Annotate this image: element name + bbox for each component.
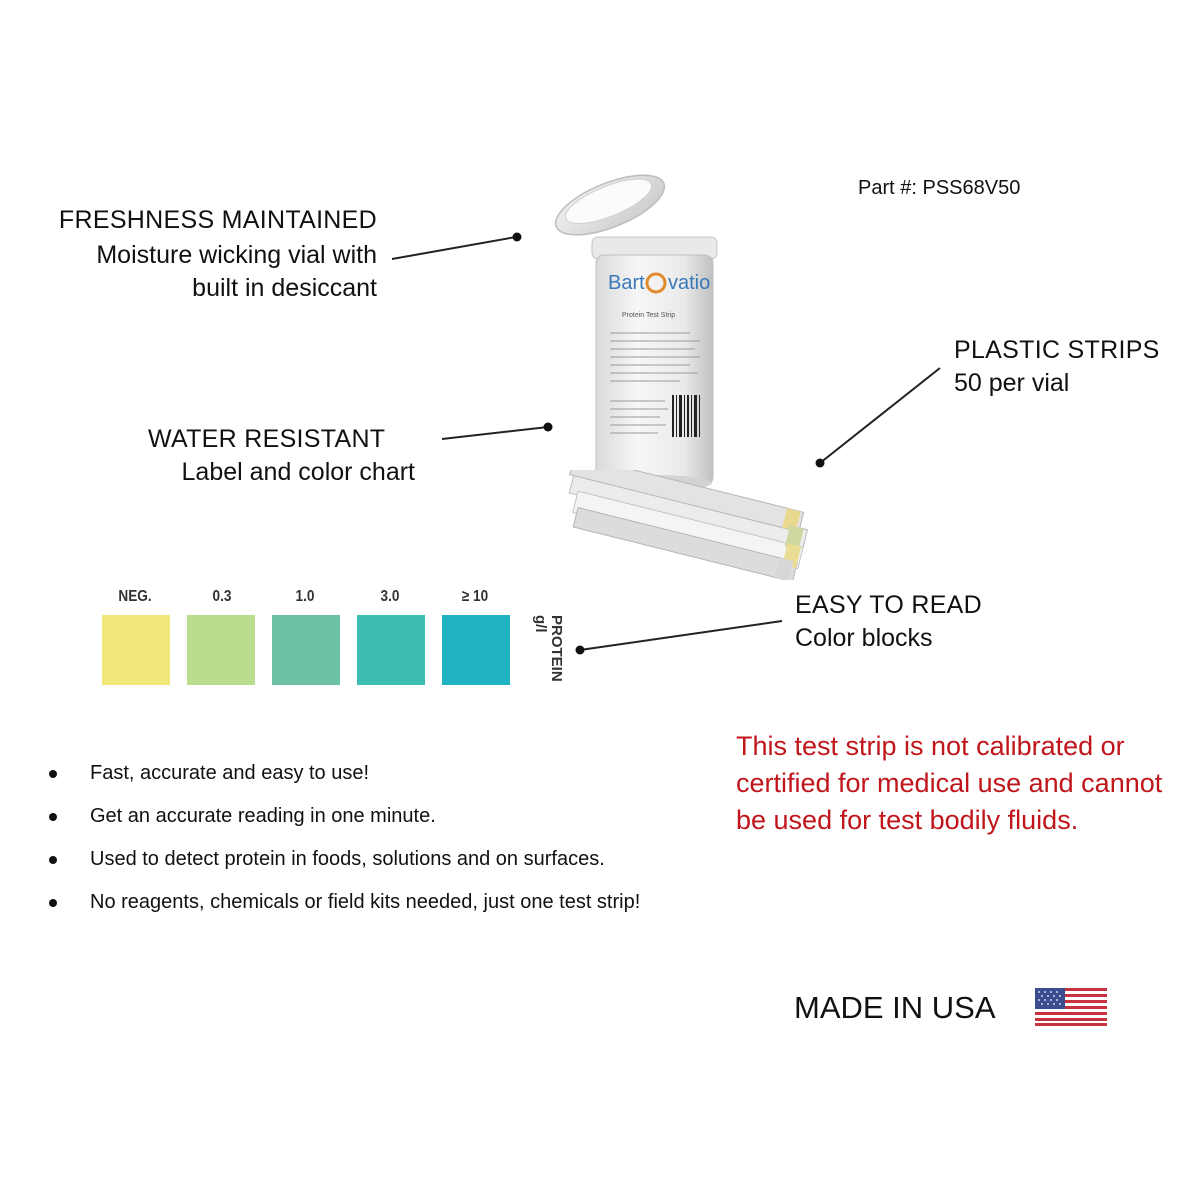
feature-list: Fast, accurate and easy to use! Get an a…	[40, 752, 680, 924]
callout-easy-title: EASY TO READ	[795, 591, 983, 619]
callout-freshness-title: FRESHNESS MAINTAINED	[58, 206, 377, 234]
callout-easy-line1: Color blocks	[795, 624, 933, 652]
color-chart: NEG. 0.3 1.0 3.0 ≥ 10 PROTEIN g/l	[92, 585, 565, 695]
test-strips-icon	[568, 470, 809, 580]
us-flag-icon	[1035, 988, 1107, 1026]
color-block	[272, 615, 340, 685]
medical-warning: This test strip is not calibrated or cer…	[736, 731, 1163, 835]
callout-water-title: WATER RESISTANT	[148, 425, 386, 453]
list-item: Used to detect protein in foods, solutio…	[40, 838, 650, 881]
bullet-icon	[49, 813, 57, 821]
list-item: Fast, accurate and easy to use!	[40, 752, 680, 795]
svg-text:Protein Test Strip: Protein Test Strip	[622, 312, 675, 319]
callout-plastic-line1: 50 per vial	[954, 369, 1070, 397]
part-number: Part #: PSS68V50	[858, 177, 1021, 199]
list-item: Get an accurate reading in one minute.	[40, 795, 680, 838]
color-block	[357, 615, 425, 685]
swatch-label: NEG.	[118, 588, 152, 605]
vial-icon: Bart vatio Protein Test Strip	[554, 174, 718, 491]
color-block	[187, 615, 255, 685]
swatch-label: 1.0	[295, 588, 315, 605]
chart-axis-label: PROTEIN g/l	[532, 615, 565, 682]
callout-plastic: PLASTIC STRIPS 50 per vial	[954, 336, 1160, 398]
callout-freshness-line1: Moisture wicking vial with	[96, 241, 377, 269]
swatch-label: 0.3	[212, 588, 232, 605]
bullet-icon	[49, 899, 57, 907]
bullet-icon	[49, 856, 57, 864]
swatch-label: 3.0	[380, 588, 400, 605]
callout-water: WATER RESISTANT Label and color chart	[100, 425, 415, 487]
swatch-label: ≥ 10	[461, 588, 489, 605]
callout-water-line1: Label and color chart	[181, 458, 415, 486]
callout-easy: EASY TO READ Color blocks	[795, 591, 982, 653]
callout-freshness: FRESHNESS MAINTAINED Moisture wicking vi…	[20, 206, 377, 303]
color-block	[102, 615, 170, 685]
callout-freshness-line2: built in desiccant	[192, 274, 377, 302]
color-block	[442, 615, 510, 685]
vial-brand-text: Bart	[608, 272, 645, 294]
leader-water	[441, 422, 553, 440]
made-in-usa: MADE IN USA	[794, 990, 996, 1025]
leader-plastic	[815, 367, 941, 468]
callout-plastic-title: PLASTIC STRIPS	[954, 336, 1160, 364]
list-item: No reagents, chemicals or field kits nee…	[40, 881, 690, 924]
bullet-icon	[49, 770, 57, 778]
leader-freshness	[391, 232, 522, 260]
svg-text:vatio: vatio	[668, 272, 710, 294]
chart-axis-label-line1: PROTEIN	[548, 615, 565, 682]
chart-axis-label-line2: g/l	[532, 615, 549, 633]
leader-easy	[575, 620, 783, 655]
magnifier-icon	[645, 272, 667, 294]
barcode-icon	[672, 395, 700, 437]
